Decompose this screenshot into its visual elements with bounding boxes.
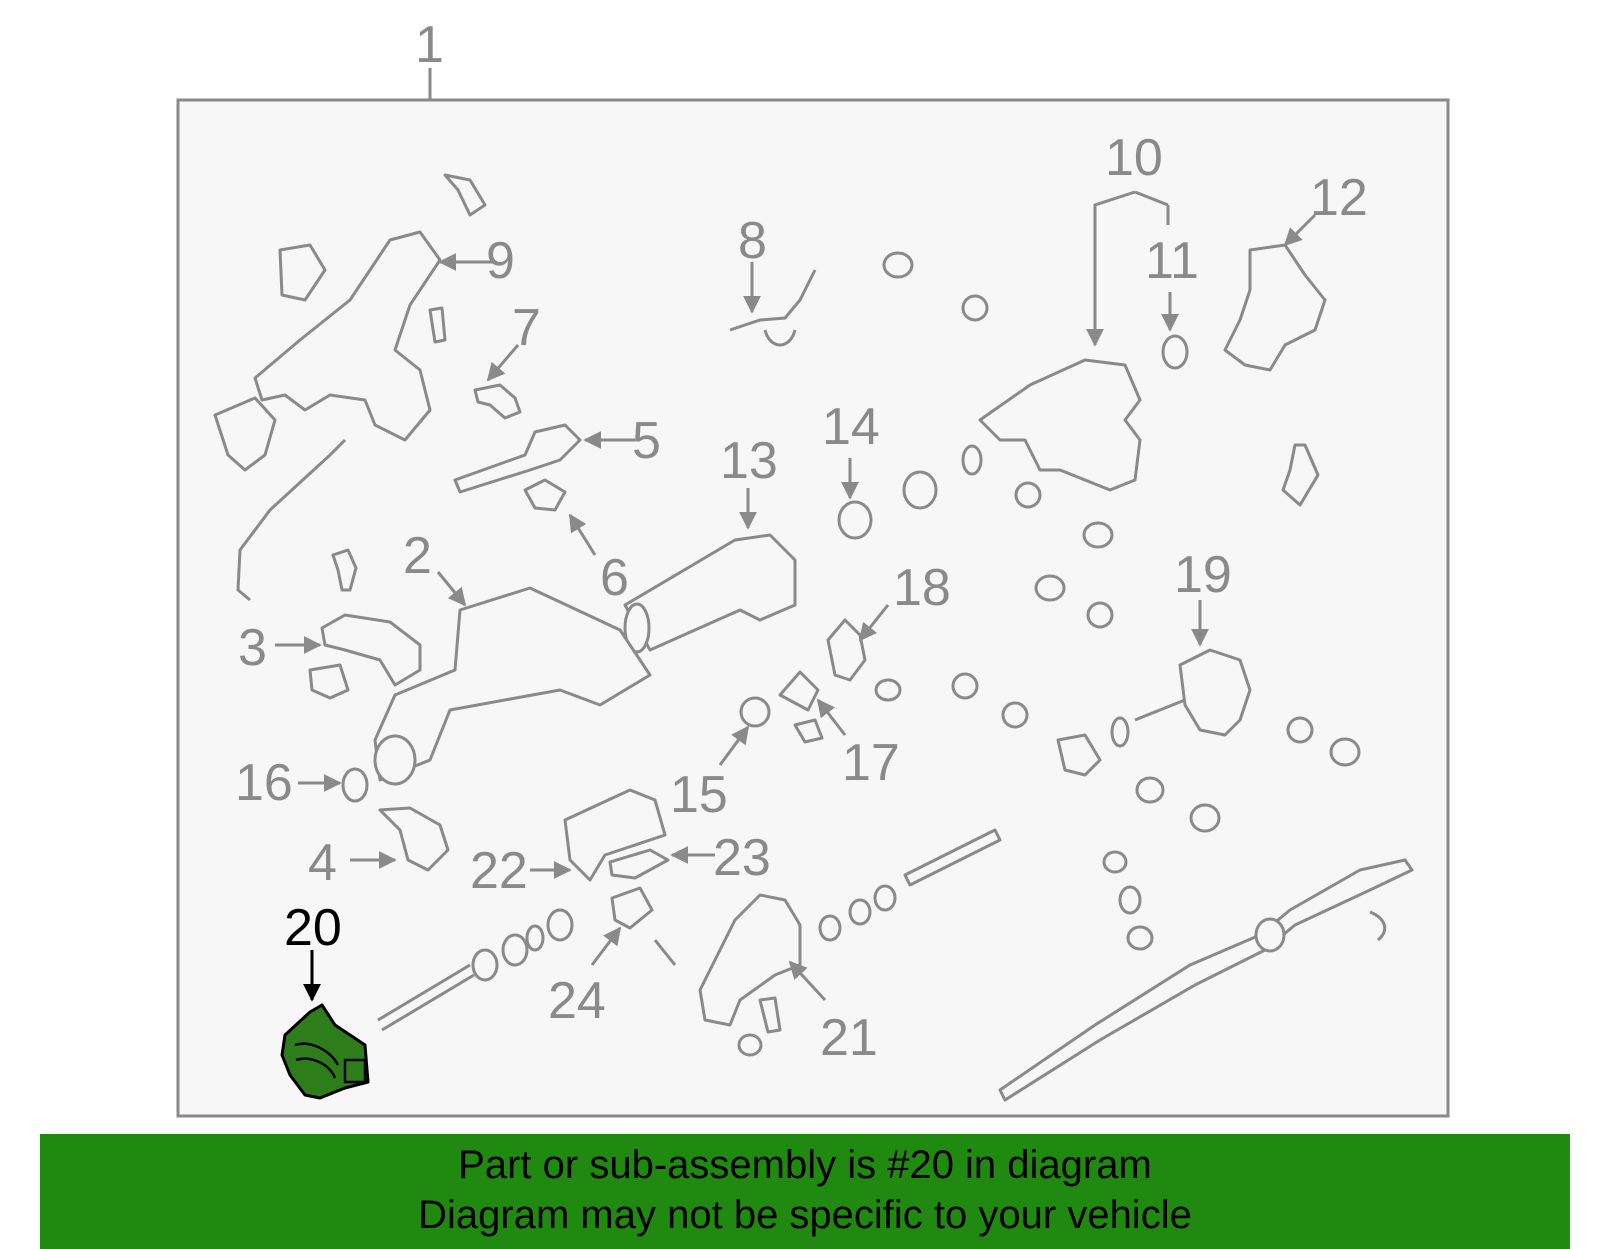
part-11-ring [1161,334,1189,370]
part-2-lower-column [373,586,652,786]
part-23-pad [608,848,670,880]
part-12-bracket [1223,243,1327,372]
part-9-column-housing [213,173,487,602]
label-9: 9 [486,232,515,290]
small-bolt-left [331,548,358,592]
label-4: 4 [308,834,337,892]
parts-diagram: 1 9 7 5 6 8 13 14 [176,16,1450,1118]
small-hardware-center [874,251,1114,729]
part-8-cable [729,269,817,347]
shafts-and-hardware [377,828,1414,1102]
part-18-clamp [826,618,867,682]
small-hardware-right [1056,716,1387,951]
part-10-lock-housing [978,358,1142,492]
label-3: 3 [238,619,267,677]
label-22: 22 [470,842,528,900]
label-11: 11 [1145,232,1199,290]
label-19: 19 [1174,546,1232,604]
part-24-block [610,886,654,930]
part-6-clip [523,478,567,512]
label-13: 13 [720,432,778,490]
small-bracket-right [1281,443,1320,507]
part-20-highlighted [280,1003,370,1100]
label-16: 15 [670,766,728,824]
label-17: 17 [842,734,900,792]
part-15-ring [341,767,369,803]
part-14-bushing [837,500,873,540]
part-5-lever [453,423,582,494]
label-21: 21 [820,1009,878,1067]
label-18: 18 [893,559,951,617]
part-19-switch [1134,648,1252,737]
part-4-bracket [378,806,450,872]
label-10: 10 [1105,129,1163,187]
label-5: 5 [632,412,661,470]
banner-line-1: Part or sub-assembly is #20 in diagram [458,1143,1152,1187]
label-12: 12 [1310,169,1368,227]
label-6: 6 [600,549,629,607]
part-16-bushing [739,696,771,728]
label-2: 2 [403,527,432,585]
label-15-number: 16 [235,754,293,812]
banner-line-2: Diagram may not be specific to your vehi… [418,1193,1192,1237]
part-7-bracket [473,383,522,420]
label-7: 7 [512,299,541,357]
label-24: 24 [548,972,606,1030]
label-14: 14 [822,398,880,456]
info-banner: Part or sub-assembly is #20 in diagram D… [40,1134,1570,1249]
part-22-cover [563,788,667,882]
part-3-bracket [308,613,422,700]
label-8: 8 [738,212,767,270]
part-17-mount [778,670,824,744]
label-20: 20 [284,899,342,957]
label-23: 23 [713,829,771,887]
label-1: 1 [415,16,444,74]
part-13-tube [623,533,797,654]
